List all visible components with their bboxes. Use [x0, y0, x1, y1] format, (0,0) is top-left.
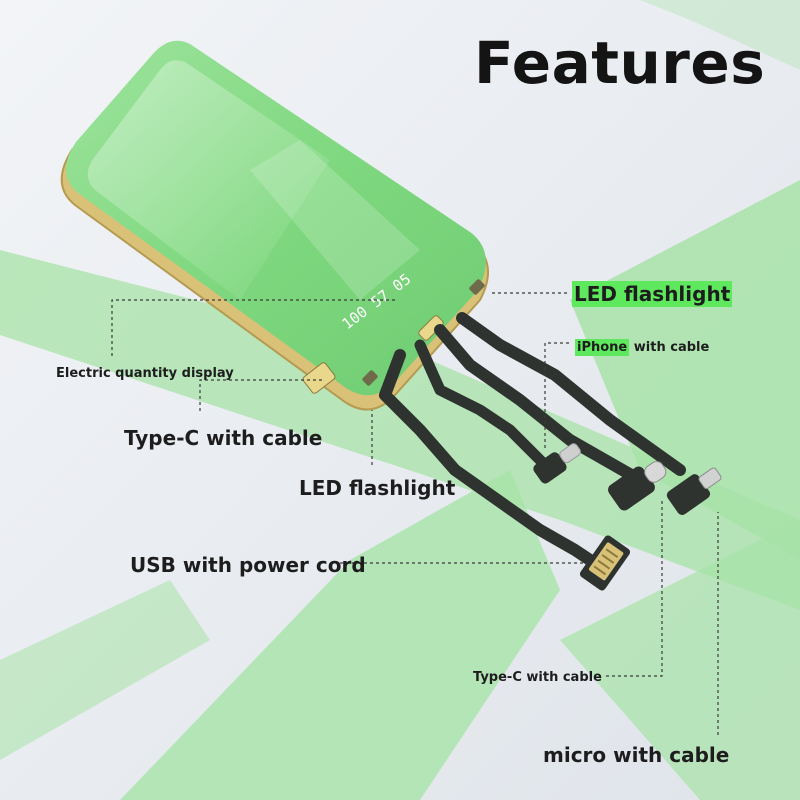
label-type-c-cable-bottom: Type-C with cable: [473, 670, 602, 685]
led-flashlight-lens-top: [469, 279, 485, 295]
label-electric-quantity-display: Electric quantity display: [56, 366, 234, 381]
iphone-cable: [414, 339, 551, 471]
label-usb-power-cord: USB with power cord: [130, 553, 366, 577]
label-type-c-cable-left: Type-C with cable: [124, 426, 323, 450]
label-led-flashlight-top-text: LED flashlight: [572, 281, 733, 307]
power-bank: [60, 40, 489, 411]
usb-cable: [379, 349, 596, 566]
connectors: [533, 443, 722, 591]
usb-port: [302, 362, 336, 394]
label-iphone-highlight: iPhone: [575, 339, 630, 356]
label-iphone-rest: with cable: [629, 340, 710, 355]
type-c-plug: [608, 461, 667, 511]
led-flashlight-lens-bottom: [362, 370, 378, 386]
label-led-flashlight-bottom: LED flashlight: [299, 476, 456, 500]
micro-cable: [456, 312, 686, 476]
usb-a-plug: [579, 535, 631, 591]
typec-cable: [434, 324, 646, 486]
label-led-flashlight-top: LED flashlight: [572, 281, 733, 307]
lightning-plug: [533, 443, 582, 484]
label-micro-cable: micro with cable: [543, 743, 730, 767]
micro-usb-plug: [666, 467, 722, 515]
page-title: Features: [474, 29, 766, 97]
cables: [379, 312, 686, 566]
label-iphone-cable: iPhone with cable: [575, 339, 710, 356]
gloss-highlight: [87, 60, 330, 301]
leader-lines: [111, 292, 719, 735]
